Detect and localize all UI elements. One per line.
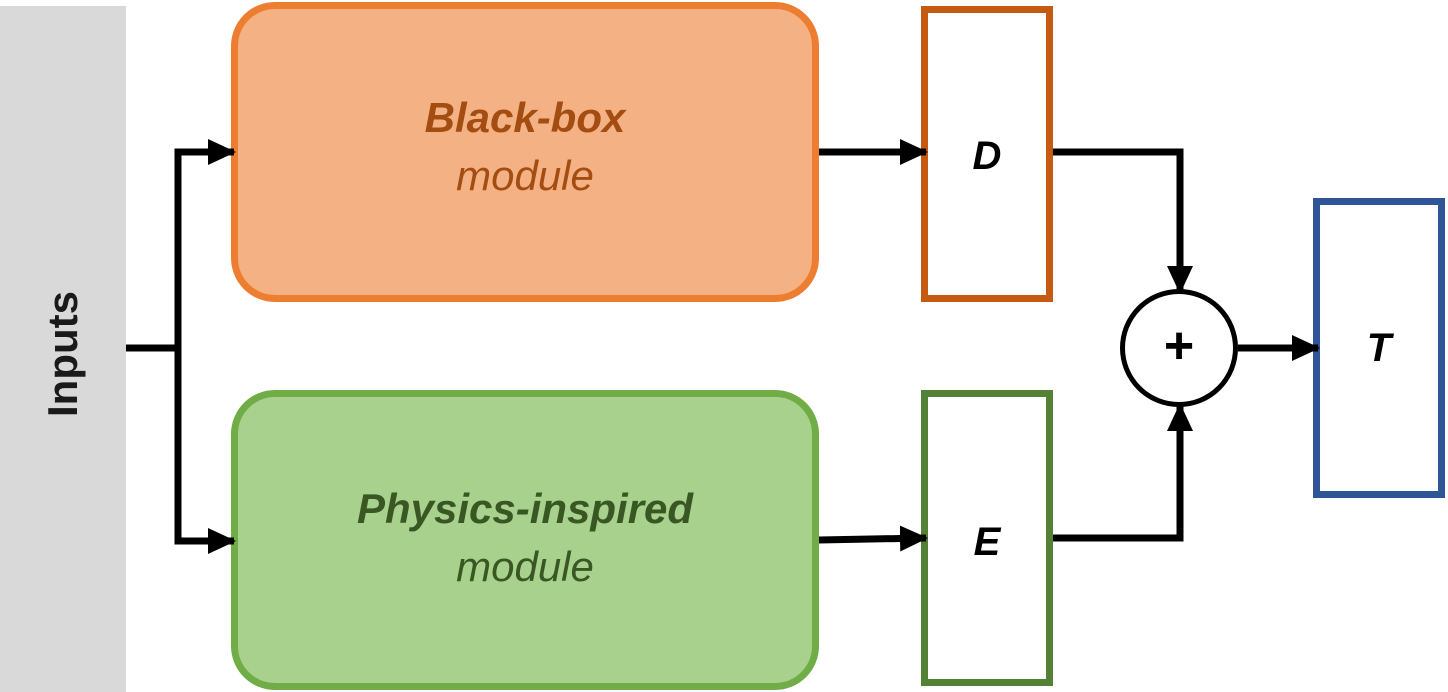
output-d-box: D: [921, 6, 1053, 302]
physics-inspired-module: Physics-inspired module: [231, 390, 819, 690]
output-t-box: T: [1313, 198, 1445, 498]
physics-to-e-wire: [818, 525, 928, 552]
physics-inspired-module-subtitle: module: [456, 543, 594, 590]
output-e-label: E: [973, 519, 1001, 564]
black-box-module-subtitle: module: [456, 152, 594, 199]
output-d-label: D: [972, 133, 1002, 178]
output-e-box: E: [921, 390, 1053, 686]
e-to-sum-wire: [1053, 403, 1193, 542]
sum-node: +: [1120, 289, 1238, 407]
output-t-label: T: [1366, 325, 1392, 370]
d-to-sum-wire: [1053, 148, 1193, 294]
physics-inspired-module-title: Physics-inspired: [356, 485, 694, 532]
inputs-label: Inputs: [39, 291, 86, 417]
inputs-to-black-box-wire: [174, 139, 236, 348]
black-box-module: Black-box module: [231, 2, 819, 302]
plus-icon: +: [1163, 317, 1195, 375]
black-box-module-title: Black-box: [424, 94, 626, 141]
inputs-to-physics-wire: [174, 348, 236, 554]
inputs-panel: Inputs: [0, 6, 126, 692]
